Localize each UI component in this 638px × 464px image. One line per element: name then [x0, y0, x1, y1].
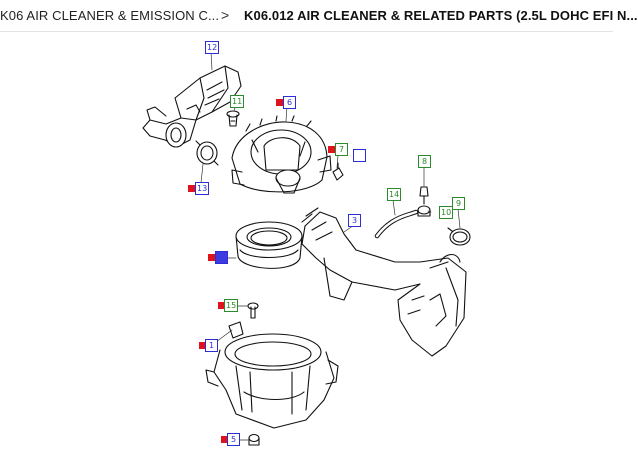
callout-7[interactable]: 7	[335, 143, 348, 156]
part-6-cleaner-cover-drawing	[231, 115, 332, 194]
breadcrumb-current: K06.012 AIR CLEANER & RELATED PARTS (2.5…	[244, 8, 638, 23]
callout-3[interactable]: 3	[348, 214, 361, 227]
callout-2[interactable]	[215, 251, 228, 264]
part-9-clamp-drawing	[447, 227, 471, 246]
callout-5-red-marker	[221, 436, 228, 443]
part-12-inlet-duct-drawing	[142, 65, 242, 148]
callout-1-red-marker	[199, 342, 206, 349]
part-15-screw-drawing	[247, 302, 259, 319]
callout-2-red-marker	[208, 254, 215, 261]
callout-14[interactable]: 14	[387, 188, 402, 201]
chevron-right-icon: >	[221, 7, 230, 23]
callout-8[interactable]: 8	[418, 155, 431, 168]
callout-7-empty-box[interactable]	[353, 149, 366, 162]
parts-diagram	[142, 51, 471, 446]
callout-15-red-marker	[218, 302, 225, 309]
callout-7-red-marker	[328, 146, 335, 153]
part-11-pushpin-drawing	[226, 110, 240, 127]
part-13-clamp-drawing	[195, 140, 219, 166]
part-7-bracket-drawing	[332, 162, 344, 181]
callout-13[interactable]: 13	[195, 182, 210, 195]
callout-1[interactable]: 1	[205, 339, 218, 352]
part-14-hose-drawing	[374, 209, 419, 239]
part-8-fitting-drawing	[417, 186, 431, 217]
part-3-outlet-tube-drawing	[301, 207, 467, 357]
part-1-cleaner-base-drawing	[205, 321, 339, 429]
callout-13-red-marker	[188, 185, 195, 192]
breadcrumb-parent-link[interactable]: K06 AIR CLEANER & EMISSION C...	[0, 8, 220, 23]
callout-6[interactable]: 6	[283, 96, 296, 109]
callout-11[interactable]: 11	[230, 95, 245, 108]
breadcrumb: K06 AIR CLEANER & EMISSION C... > K06.01…	[0, 0, 638, 32]
part-5-nut-drawing	[248, 433, 260, 446]
leader-lines	[200, 51, 461, 441]
callout-5[interactable]: 5	[227, 433, 240, 446]
callout-12[interactable]: 12	[205, 41, 220, 54]
callout-15[interactable]: 15	[224, 299, 239, 312]
callout-6-red-marker	[276, 99, 283, 106]
callout-10[interactable]: 10	[439, 206, 454, 219]
part-2-filter-element-drawing	[235, 221, 303, 269]
callout-9[interactable]: 9	[452, 197, 465, 210]
